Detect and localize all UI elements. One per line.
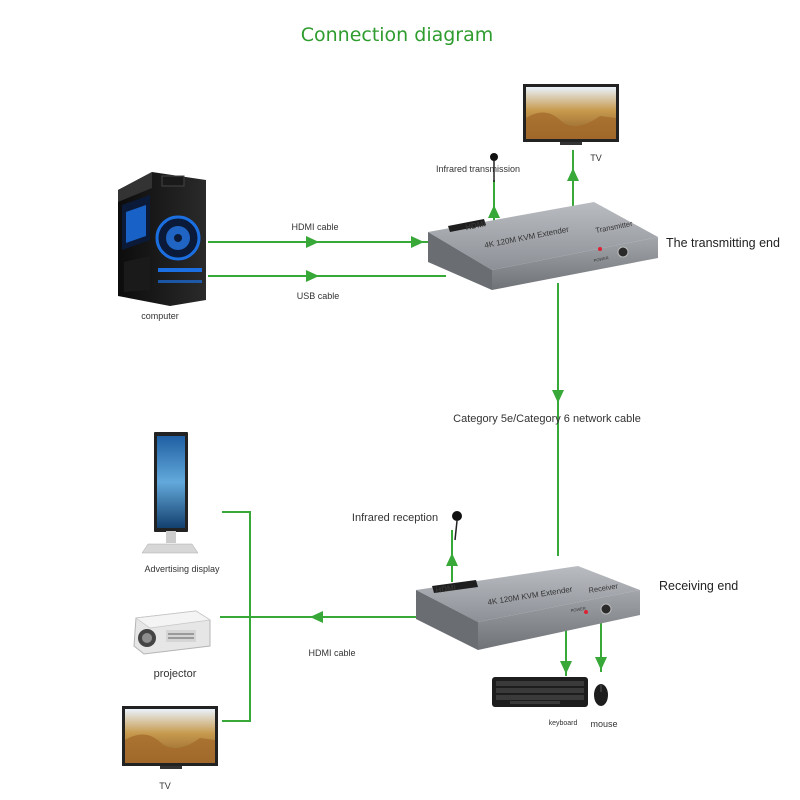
transmitter-brand: HDMI [465, 219, 487, 232]
hdmi-cable-bottom-label: HDMI cable [308, 648, 355, 658]
ir-receiver-sensor [452, 511, 462, 541]
keyboard [492, 677, 588, 707]
keyboard-label: keyboard [549, 720, 578, 727]
mouse-label: mouse [590, 719, 617, 729]
display-distribution-wire [222, 511, 251, 722]
arrow-ir-tx-up [488, 205, 500, 218]
projector [133, 610, 211, 655]
computer-label: computer [141, 311, 179, 321]
tv-bottom-label: TV [159, 781, 171, 791]
arrow-mouse-down [595, 657, 607, 670]
arrow-hdmi-left [310, 611, 323, 623]
computer-tower [118, 172, 206, 306]
usb-cable-label: USB cable [297, 291, 340, 301]
arrow-ir-rx-up [446, 553, 458, 566]
receiver-device [416, 566, 640, 650]
network-cable-label: Category 5e/Category 6 network cable [453, 413, 641, 425]
transmitter-power-label: POWER [593, 255, 609, 263]
receiving-end-label: Receiving end [659, 579, 738, 593]
infrared-reception-label: Infrared reception [352, 512, 438, 524]
arrow-network-down [552, 390, 564, 403]
tv-bottom [122, 706, 218, 769]
advertising-display [141, 432, 199, 554]
diagram-title: Connection diagram [301, 24, 494, 46]
tv-top [523, 84, 619, 145]
hdmi-cable-top-label: HDMI cable [291, 222, 338, 232]
arrow-keyboard-down [560, 661, 572, 674]
connection-wires [208, 150, 607, 722]
ir-transmitter-sensor [490, 153, 498, 182]
transmitting-end-label: The transmitting end [666, 236, 780, 250]
projector-label: projector [154, 668, 197, 680]
arrow-hdmi-right-2 [411, 236, 424, 248]
mouse [594, 684, 608, 706]
arrow-usb-right [306, 270, 319, 282]
arrow-tv-top-up [567, 168, 579, 181]
tv-top-label: TV [590, 153, 602, 163]
transmitter-device [428, 202, 658, 290]
receiver-power-label: POWER [570, 606, 586, 613]
advertising-display-label: Advertising display [144, 564, 220, 574]
arrow-hdmi-right-1 [306, 236, 319, 248]
receiver-brand: HDMI [435, 583, 457, 595]
infrared-transmission-label: Infrared transmission [436, 164, 520, 174]
